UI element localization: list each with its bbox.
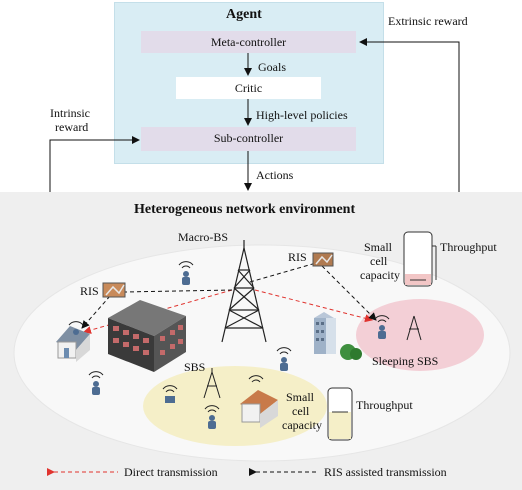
house-bottom	[240, 390, 278, 428]
sleeping-sbs-tower	[406, 315, 422, 341]
ris-label-left: RIS	[80, 284, 99, 298]
high-level-policies-label: High-level policies	[256, 108, 348, 122]
direct-line-right	[254, 289, 373, 323]
ris-line-bs-right	[249, 262, 317, 283]
actions-label: Actions	[256, 168, 294, 182]
macro-bs-tower	[221, 240, 267, 343]
house-left	[56, 326, 90, 362]
goals-label: Goals	[258, 60, 286, 74]
legend-ris-label: RIS assisted transmission	[324, 465, 447, 479]
meta-controller-box: Meta-controller	[141, 31, 356, 53]
capacity-bottom-line2: cell	[292, 404, 310, 418]
throughput-top-label: Throughput	[440, 240, 497, 254]
sleeping-sbs-label: Sleeping SBS	[372, 354, 439, 368]
users	[68, 261, 390, 429]
office-building	[108, 300, 186, 372]
extrinsic-reward-arrow	[359, 38, 460, 192]
sbs-tower	[203, 368, 221, 399]
intrinsic-reward-label-line2: reward	[55, 120, 89, 134]
capacity-top-line1: Small	[364, 240, 393, 254]
capacity-bottom-line1: Small	[286, 390, 315, 404]
ris-line-right-user	[321, 265, 377, 321]
ris-panel-right	[312, 252, 334, 267]
extrinsic-reward-label: Extrinsic reward	[388, 14, 468, 28]
capacity-top-line3: capacity	[360, 268, 400, 282]
capacity-cylinder-bottom	[327, 387, 353, 441]
environment-title: Heterogeneous network environment	[134, 202, 356, 217]
throughput-bottom-label: Throughput	[356, 398, 413, 412]
critic-box: Critic	[176, 77, 321, 99]
sbs-label: SBS	[184, 360, 206, 374]
intrinsic-reward-label-line1: Intrinsic	[50, 106, 90, 120]
sub-controller-box: Sub-controller	[141, 127, 356, 151]
legend-direct-label: Direct transmission	[124, 465, 218, 479]
intrinsic-reward-arrow	[49, 136, 140, 192]
capacity-bottom-line3: capacity	[282, 418, 322, 432]
ris-line-left-user	[81, 295, 111, 329]
network-ellipse	[13, 244, 511, 462]
ris-label-right: RIS	[288, 250, 307, 264]
agent-title: Agent	[226, 7, 262, 22]
capacity-top-line2: cell	[370, 254, 388, 268]
sbs-zone	[143, 366, 327, 446]
macro-bs-label: Macro-BS	[178, 230, 228, 244]
office-right	[314, 312, 362, 360]
capacity-cylinder-top	[403, 231, 437, 287]
